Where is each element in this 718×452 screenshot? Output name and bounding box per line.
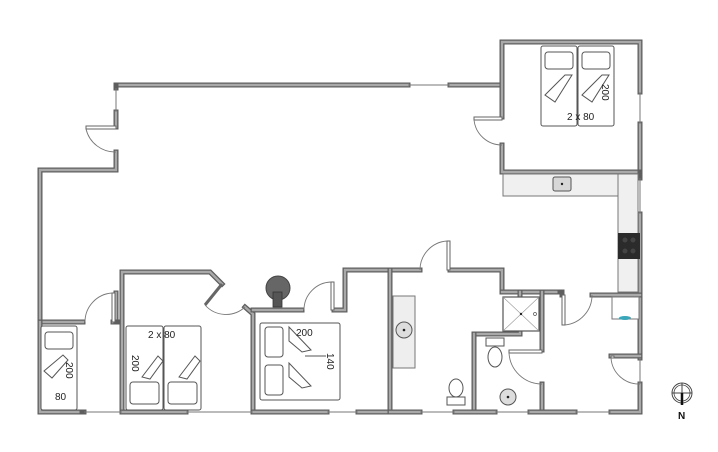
washer-icon — [611, 296, 640, 320]
bedroom-twin: 2 x 80 200 — [125, 325, 202, 411]
entry-door-west — [85, 125, 117, 153]
bed-length-label: 200 — [296, 328, 313, 339]
kitchen — [502, 173, 640, 320]
bedroom-double: 200 140 — [259, 322, 341, 401]
door-utility — [561, 294, 593, 326]
windows — [84, 84, 641, 413]
door-bedroom-double — [303, 281, 335, 311]
door-bedroom-ne — [473, 116, 503, 146]
bathroom-1 — [392, 295, 466, 406]
north-label: N — [678, 411, 685, 422]
bed-size-label: 2 x 80 — [148, 330, 176, 341]
bed-length-label: 200 — [129, 355, 140, 372]
bed-length-label: 200 — [599, 84, 610, 101]
bathroom-2 — [485, 337, 517, 406]
compass-icon: N — [671, 382, 693, 422]
bed-width-label: 140 — [324, 353, 335, 370]
bedroom-ne: 2 x 80 200 — [540, 45, 615, 127]
doors — [84, 116, 641, 385]
entry-door-east — [610, 355, 641, 385]
bed-size-label: 2 x 80 — [567, 112, 595, 123]
toilet-icon — [485, 337, 505, 347]
bed-length-label: 200 — [63, 362, 74, 379]
toilet-icon — [448, 378, 464, 398]
door-bathroom-1 — [419, 240, 451, 271]
bedroom-single: 200 80 — [40, 325, 78, 411]
wood-stove-icon — [265, 275, 291, 308]
stove-icon — [618, 233, 640, 259]
bed-width-label: 80 — [55, 392, 67, 403]
door-bathroom-2 — [508, 349, 543, 385]
door-bedroom-twin — [203, 283, 246, 315]
door-bedroom-single — [84, 292, 116, 323]
shower — [502, 296, 540, 332]
